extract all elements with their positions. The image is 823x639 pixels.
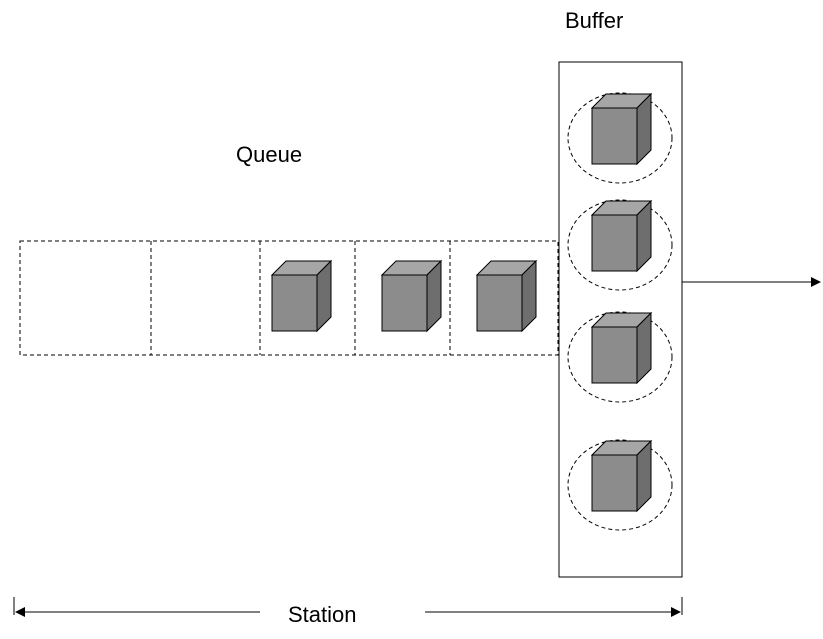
buffer-slot-circle [567, 92, 673, 184]
cube-front [591, 326, 638, 384]
cube-front [381, 274, 428, 332]
cube-front [591, 214, 638, 272]
buffer-box [558, 61, 683, 578]
queue-items [270, 259, 538, 333]
package-cube [590, 92, 653, 166]
buffer-slot-circle [567, 439, 673, 531]
package-cube [590, 199, 653, 273]
cube-front [591, 454, 638, 512]
buffer-label: Buffer [565, 8, 623, 33]
queue-label: Queue [236, 142, 302, 167]
queue-outline [19, 240, 559, 356]
station-label: Station [288, 602, 357, 627]
cube-front [271, 274, 318, 332]
queue [19, 240, 559, 356]
buffer-slot-circle [567, 199, 673, 291]
cube-front [476, 274, 523, 332]
package-cube [475, 259, 538, 333]
package-cube [270, 259, 333, 333]
buffer-slots [567, 92, 673, 531]
package-cube [590, 311, 653, 385]
buffer-slot-circle [567, 311, 673, 403]
package-cube [590, 439, 653, 513]
package-cube [380, 259, 443, 333]
cube-front [591, 107, 638, 165]
